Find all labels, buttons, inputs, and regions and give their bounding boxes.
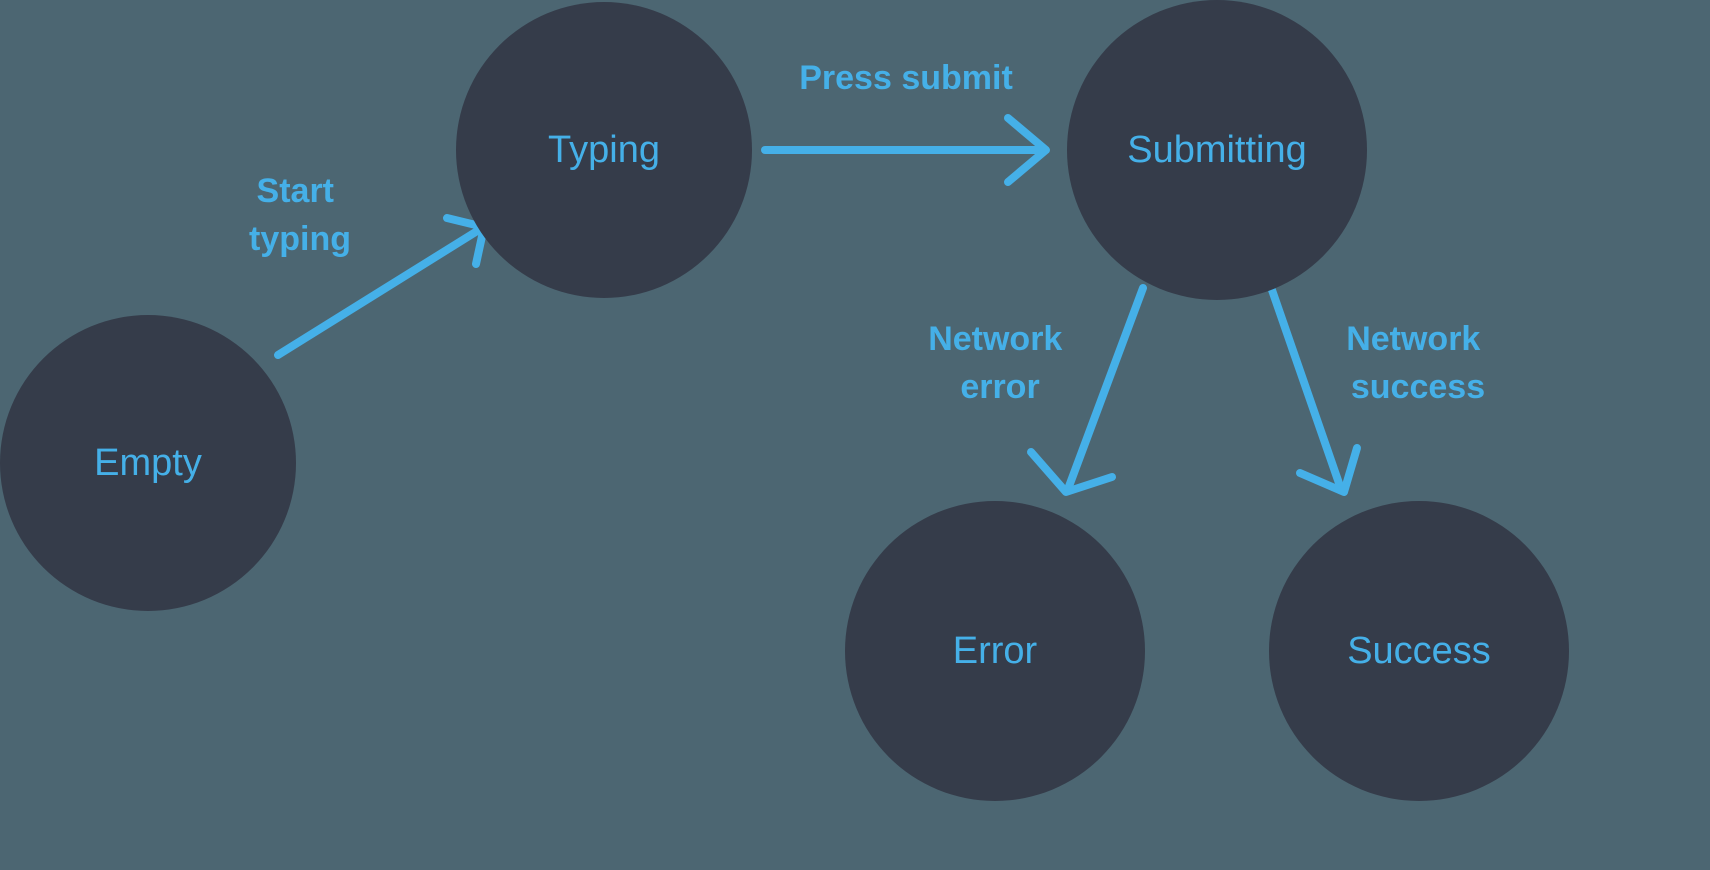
edge-typing-to-submitting[interactable]: Press submit (761, 59, 1050, 186)
edge-line (274, 224, 486, 359)
arrowhead-icon (1004, 114, 1050, 186)
state-node-label: Error (953, 630, 1038, 672)
state-node-label: Typing (548, 129, 660, 171)
edge-label-line: Press submit (799, 59, 1013, 97)
edge-label-line: error (960, 368, 1039, 406)
state-node-label: Success (1347, 630, 1491, 672)
state-node-label: Empty (94, 442, 202, 484)
state-circle (456, 2, 752, 298)
state-node-typing[interactable]: Typing (456, 2, 752, 298)
arrowhead-icon (1027, 448, 1116, 496)
state-circle (1269, 501, 1569, 801)
state-node-error[interactable]: Error (845, 501, 1145, 801)
state-circle (1067, 0, 1367, 300)
edge-submitting-to-success[interactable]: Network success (1268, 286, 1490, 496)
edge-label-network-error: Network error (928, 320, 1072, 406)
state-node-empty[interactable]: Empty (0, 315, 296, 611)
state-node-label: Submitting (1127, 129, 1307, 171)
edge-line (1268, 286, 1345, 493)
arrowhead-icon (1296, 444, 1361, 496)
edge-label-start-typing: Start typing (249, 172, 351, 258)
nodes-layer: Empty Typing Submitting Error Success (0, 0, 1569, 801)
edge-empty-to-typing[interactable]: Start typing (249, 172, 488, 359)
edge-label-line: Network (1346, 320, 1480, 358)
edge-label-network-success: Network success (1346, 320, 1490, 406)
edge-label-line: Network (928, 320, 1062, 358)
state-node-success[interactable]: Success (1269, 501, 1569, 801)
edge-label-press-submit: Press submit (799, 59, 1013, 97)
state-node-submitting[interactable]: Submitting (1067, 0, 1367, 300)
state-circle (845, 501, 1145, 801)
edge-label-line: Start (257, 172, 334, 210)
edge-label-line: typing (249, 220, 351, 258)
edge-submitting-to-error[interactable]: Network error (928, 284, 1147, 496)
edges-layer: Start typing Press submit Network error (249, 59, 1490, 496)
edge-label-line: success (1351, 368, 1485, 406)
state-circle (0, 315, 296, 611)
edge-line (1064, 284, 1147, 493)
